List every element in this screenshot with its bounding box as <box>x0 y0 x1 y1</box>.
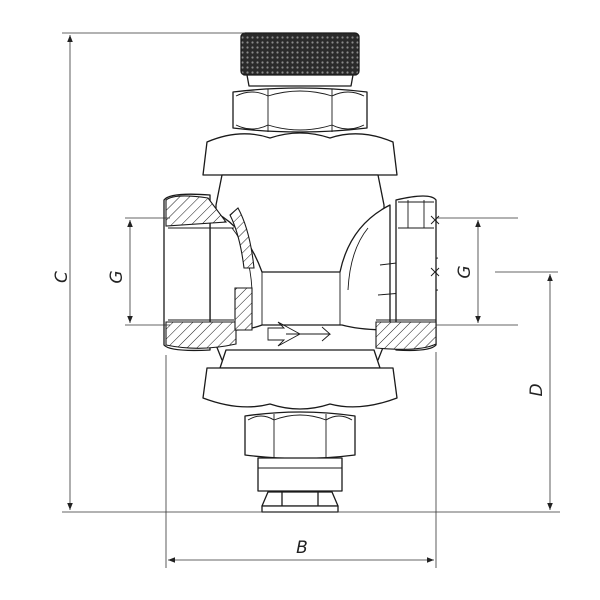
extension-lines <box>62 32 560 568</box>
dimension-g-outlet: G <box>455 220 481 323</box>
dimension-c: C <box>52 35 73 510</box>
dimension-d: D <box>527 274 553 510</box>
upper-flange <box>202 132 398 176</box>
dimension-g-inlet-label: G <box>107 270 127 283</box>
lower-flange <box>202 349 398 410</box>
dimension-d-label: D <box>527 383 547 396</box>
inlet-port <box>163 193 255 352</box>
dimension-c-label: C <box>52 271 72 283</box>
dimension-g-outlet-label: G <box>455 265 475 278</box>
dimension-b-label: B <box>296 538 308 558</box>
upper-hex-nut <box>232 87 368 133</box>
thread-marks <box>430 215 440 277</box>
drain-plug <box>257 457 343 513</box>
dimension-b: B <box>168 538 434 563</box>
flow-arrow-icon <box>267 321 332 347</box>
dimension-g-inlet: G <box>107 220 133 323</box>
lower-hex-nut <box>244 411 356 460</box>
outlet-port <box>375 195 437 352</box>
knurled-cap <box>240 32 360 87</box>
